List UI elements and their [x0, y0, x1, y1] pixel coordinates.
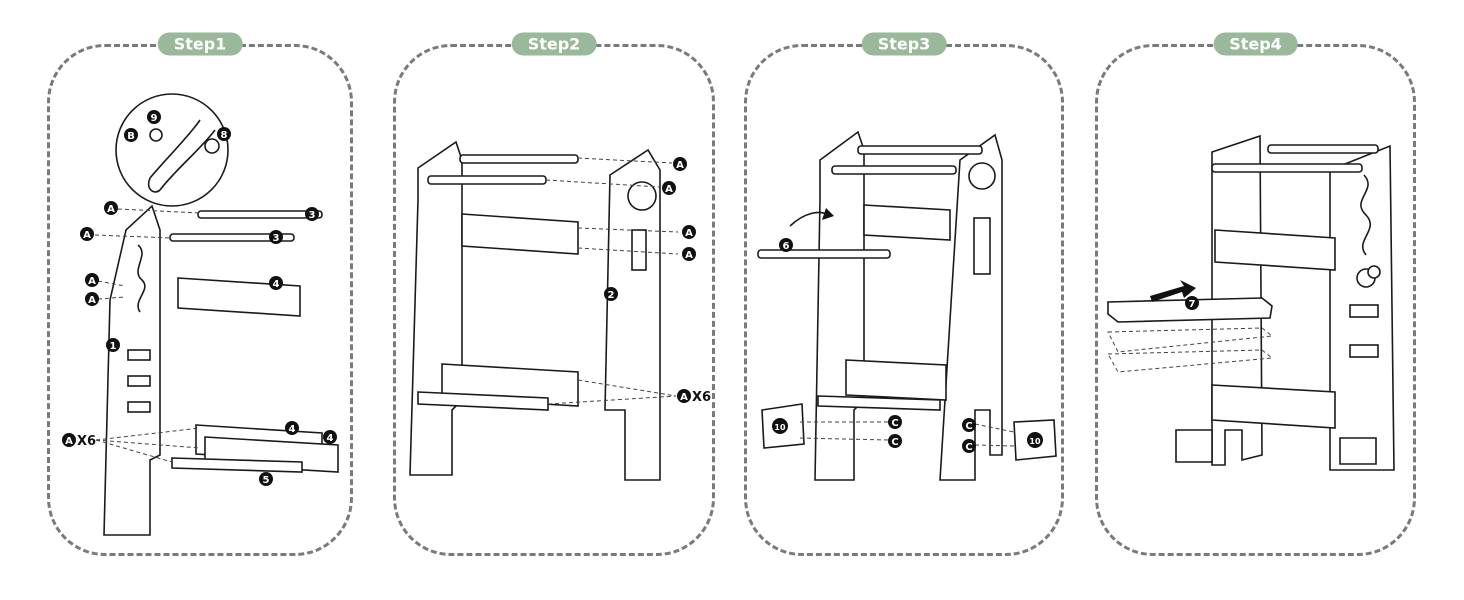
svg-text:4: 4 [327, 433, 334, 444]
rod-3-top [197, 210, 323, 219]
badge-part-2: 2 [604, 287, 618, 301]
svg-text:4: 4 [289, 424, 296, 435]
badge-part-3: 3 [305, 207, 319, 221]
svg-text:B: B [127, 131, 135, 142]
step1-panel: Step1 [47, 32, 353, 556]
badge-screw-a: A [662, 181, 676, 195]
badge-screw-a: A [682, 247, 696, 261]
badge-part-6: 6 [779, 238, 793, 252]
svg-text:A: A [680, 392, 688, 403]
step3-panel: Step3 [744, 32, 1064, 556]
board-4-upper [177, 277, 301, 317]
badge-part-9: 9 [147, 110, 161, 124]
badge-screw-a: A [85, 273, 99, 287]
step2-figure [409, 140, 679, 481]
badge-screw-c: C [888, 415, 902, 429]
step4-figure [1107, 134, 1395, 471]
badge-part-4: 4 [285, 421, 299, 435]
svg-text:A: A [65, 436, 73, 447]
badge-screw-a: A [85, 292, 99, 306]
step2-panel: Step2 [393, 32, 715, 556]
svg-text:C: C [965, 421, 972, 432]
svg-text:3: 3 [309, 210, 316, 221]
badge-screw-a: A [673, 157, 687, 171]
step4-panel: Step4 [1095, 32, 1416, 556]
svg-text:6: 6 [783, 241, 790, 252]
badge-part-4: 4 [269, 276, 283, 290]
badge-part-4: 4 [323, 430, 337, 444]
svg-text:A: A [88, 276, 96, 287]
svg-text:10: 10 [1029, 437, 1041, 446]
side-panel-1 [103, 204, 161, 536]
svg-text:3: 3 [273, 233, 280, 244]
svg-text:A: A [83, 230, 91, 241]
badge-part-10: 10 [1027, 432, 1043, 448]
badge-screw-c: C [962, 418, 976, 432]
svg-text:C: C [891, 418, 898, 429]
step1-figure [94, 93, 339, 536]
svg-text:9: 9 [151, 113, 158, 124]
svg-text:C: C [891, 437, 898, 448]
side-panel-left [409, 140, 463, 476]
callout-badges: 9 B 8 A A A A 3 3 4 1 A X6 4 4 5 A A A A… [62, 110, 1199, 486]
badge-part-10: 10 [772, 418, 788, 434]
svg-text:A: A [107, 204, 115, 215]
svg-text:10: 10 [774, 423, 786, 432]
rod-3-bottom [169, 233, 295, 242]
step1-label: Step1 [157, 32, 243, 56]
detail-zoom-circle [115, 93, 229, 207]
badge-part-5: 5 [259, 472, 273, 486]
svg-text:4: 4 [273, 279, 280, 290]
badge-screw-c: C [888, 434, 902, 448]
multiplier-x6-step2: X6 [692, 390, 711, 405]
step3-label: Step3 [861, 32, 947, 56]
svg-text:C: C [965, 442, 972, 453]
step2-label: Step2 [511, 32, 597, 56]
badge-screw-a: A [677, 389, 691, 403]
badge-part-3: 3 [269, 230, 283, 244]
badge-screw-b: B [124, 128, 138, 142]
svg-text:2: 2 [608, 290, 615, 301]
step3-figure [757, 130, 1057, 481]
svg-text:8: 8 [221, 130, 228, 141]
board-7 [1107, 297, 1273, 323]
svg-text:1: 1 [110, 341, 117, 352]
badge-part-7: 7 [1185, 296, 1199, 310]
badge-screw-a: A [80, 227, 94, 241]
svg-text:A: A [88, 295, 96, 306]
rod-6 [757, 249, 891, 259]
svg-text:A: A [685, 250, 693, 261]
board-5 [171, 457, 303, 473]
svg-text:A: A [665, 184, 673, 195]
badge-part-8: 8 [217, 127, 231, 141]
badge-screw-a: A [682, 225, 696, 239]
svg-text:5: 5 [263, 475, 270, 486]
badge-screw-a: A [62, 433, 76, 447]
svg-text:7: 7 [1189, 299, 1196, 310]
badge-part-1: 1 [106, 338, 120, 352]
step4-label: Step4 [1213, 32, 1298, 56]
svg-text:A: A [685, 228, 693, 239]
svg-text:A: A [676, 160, 684, 171]
badge-screw-c: C [962, 439, 976, 453]
multiplier-x6-step1: X6 [77, 434, 96, 449]
badge-screw-a: A [104, 201, 118, 215]
